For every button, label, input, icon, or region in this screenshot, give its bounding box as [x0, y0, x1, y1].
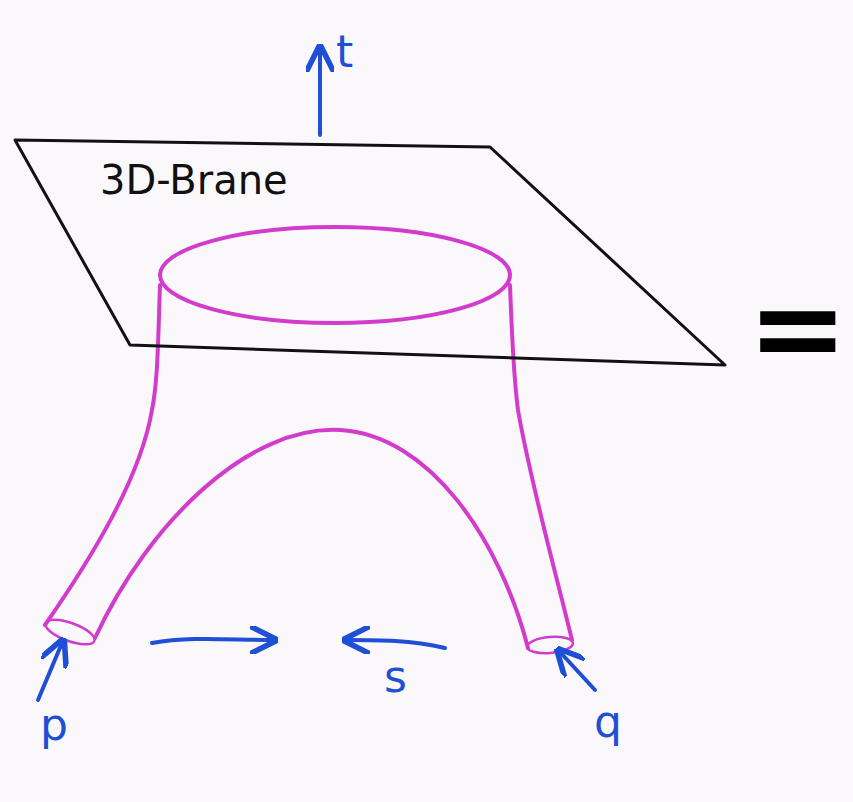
- axis-label: s: [384, 655, 407, 699]
- axis-label: p: [40, 703, 68, 747]
- tube-outer-left: [45, 285, 160, 625]
- brane-plane: 3D-Brane: [12, 135, 730, 373]
- closed-string-loop: [160, 227, 510, 323]
- axis-label: q: [594, 700, 622, 744]
- time-arrow: [318, 50, 322, 135]
- brane-label: 3D-Brane: [100, 157, 288, 203]
- s-arrow-right: [152, 639, 272, 643]
- open-end-p: [42, 615, 97, 650]
- axis-label: t: [336, 30, 353, 74]
- blue-arrows: [38, 50, 595, 700]
- tube-inner: [95, 430, 528, 648]
- q-pointer: [560, 652, 595, 690]
- s-arrow-left: [348, 640, 445, 648]
- axis-label: =: [747, 268, 848, 388]
- open-end-q: [526, 635, 573, 655]
- p-pointer: [38, 643, 62, 700]
- tube-outer-right: [510, 285, 572, 640]
- string-worldsheet: [42, 227, 573, 655]
- brane-outline: [15, 140, 725, 365]
